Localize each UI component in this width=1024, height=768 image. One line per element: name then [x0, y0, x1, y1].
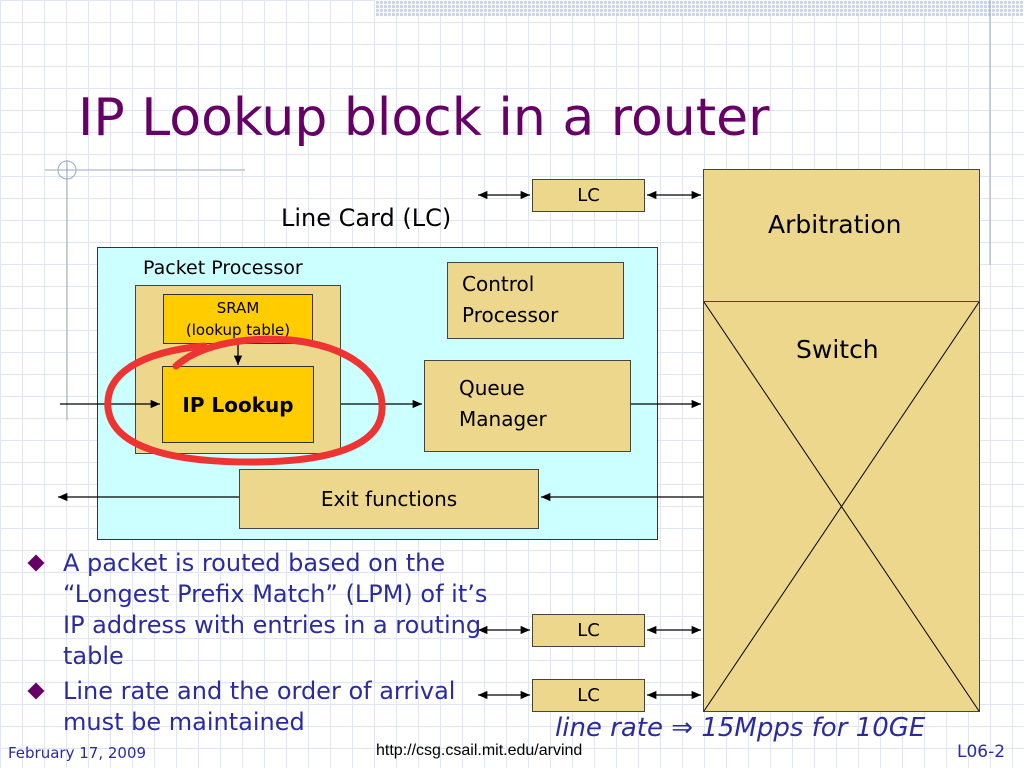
lc-box-bottom: LC: [532, 679, 645, 712]
arbitration-label: Arbitration: [768, 210, 902, 239]
control-processor-label-2: Processor: [462, 303, 559, 327]
diamond-bullet-icon: [27, 554, 45, 572]
lc-top-label: LC: [577, 185, 600, 206]
queue-manager-label-1: Queue: [459, 376, 525, 400]
header-decoration: [375, 0, 1024, 16]
bullet-item: A packet is routed based on the “Longest…: [27, 548, 488, 672]
sram-label: SRAM: [216, 299, 260, 317]
bullet-item: Line rate and the order of arrival must …: [27, 676, 488, 738]
lc-box-top: LC: [532, 179, 645, 212]
packet-processor-caption: Packet Processor: [143, 257, 303, 279]
lc-bottom-label: LC: [577, 685, 600, 706]
footer-url: http://csg.csail.mit.edu/arvind: [376, 742, 583, 759]
exit-functions-label: Exit functions: [320, 487, 458, 511]
sram-box: SRAM (lookup table): [163, 294, 313, 344]
bullet-text: Line rate and the order of arrival must …: [63, 677, 456, 736]
slide-title: IP Lookup block in a router: [78, 88, 770, 148]
diamond-bullet-icon: [27, 682, 45, 700]
ip-lookup-box: IP Lookup: [162, 366, 314, 443]
arbitration-box: [703, 169, 980, 302]
line-rate-note: line rate ⇒ 15Mpps for 10GE: [555, 713, 926, 743]
control-processor-label-1: Control: [462, 272, 535, 296]
control-processor-box: Control Processor: [447, 262, 624, 339]
line-card-caption: Line Card (LC): [281, 204, 452, 232]
ip-lookup-label: IP Lookup: [182, 392, 294, 417]
footer-date: February 17, 2009: [8, 744, 147, 762]
bullet-text: A packet is routed based on the “Longest…: [63, 549, 488, 670]
queue-manager-box: Queue Manager: [424, 360, 631, 452]
annotation-circle: [104, 335, 386, 466]
footer-page-number: L06-2: [957, 742, 1006, 762]
exit-functions-box: Exit functions: [239, 469, 539, 529]
sram-sublabel: (lookup table): [185, 321, 291, 339]
switch-label: Switch: [796, 335, 879, 364]
switch-cross-line-b: [703, 301, 980, 712]
lc-box-middle: LC: [532, 614, 645, 647]
bullet-list: A packet is routed based on the “Longest…: [27, 548, 488, 742]
queue-manager-label-2: Manager: [459, 407, 547, 431]
lc-middle-label: LC: [577, 620, 600, 641]
